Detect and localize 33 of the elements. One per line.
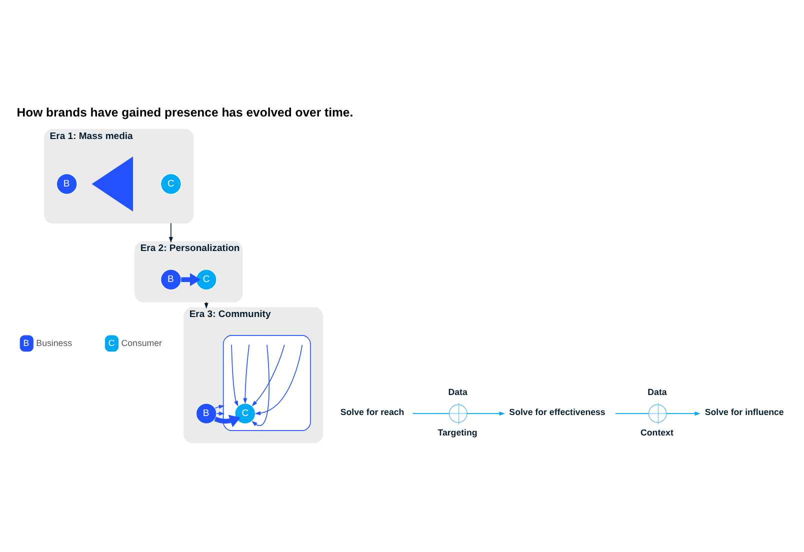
node-circle: C [196, 268, 217, 290]
node-triangle [92, 156, 133, 212]
node-circle: C [234, 402, 256, 424]
connector [615, 412, 650, 414]
node-label: Data [448, 386, 468, 396]
arrow [231, 344, 238, 406]
arrow [214, 414, 241, 427]
node-text: Solve for influence [704, 406, 784, 417]
connector [412, 412, 450, 414]
label: B [23, 337, 30, 348]
node-label: Data [648, 386, 667, 396]
arrow [252, 344, 270, 426]
diagram-title: How brands have gained presence has evolved over time. [16, 105, 354, 120]
legend-label: Business [36, 337, 72, 348]
arrow [243, 344, 250, 404]
node-circle: B [56, 172, 78, 194]
arrow [168, 222, 173, 242]
arrow [214, 404, 225, 408]
node-text: Solve for effectiveness [509, 406, 606, 417]
legend-label: Consumer [121, 337, 162, 348]
arrow [181, 272, 201, 286]
arrow [666, 411, 700, 416]
arrow [252, 344, 285, 406]
node-label: Targeting [438, 427, 478, 438]
arrow [216, 411, 225, 416]
node-circle: B [196, 402, 217, 424]
label: C [108, 337, 115, 348]
arrow [466, 411, 505, 416]
node-circle: C [160, 172, 182, 194]
node-text: Solve for reach [340, 406, 404, 417]
node-label: Context [640, 427, 674, 438]
node-circle: B [160, 268, 182, 290]
arrow [254, 344, 303, 415]
